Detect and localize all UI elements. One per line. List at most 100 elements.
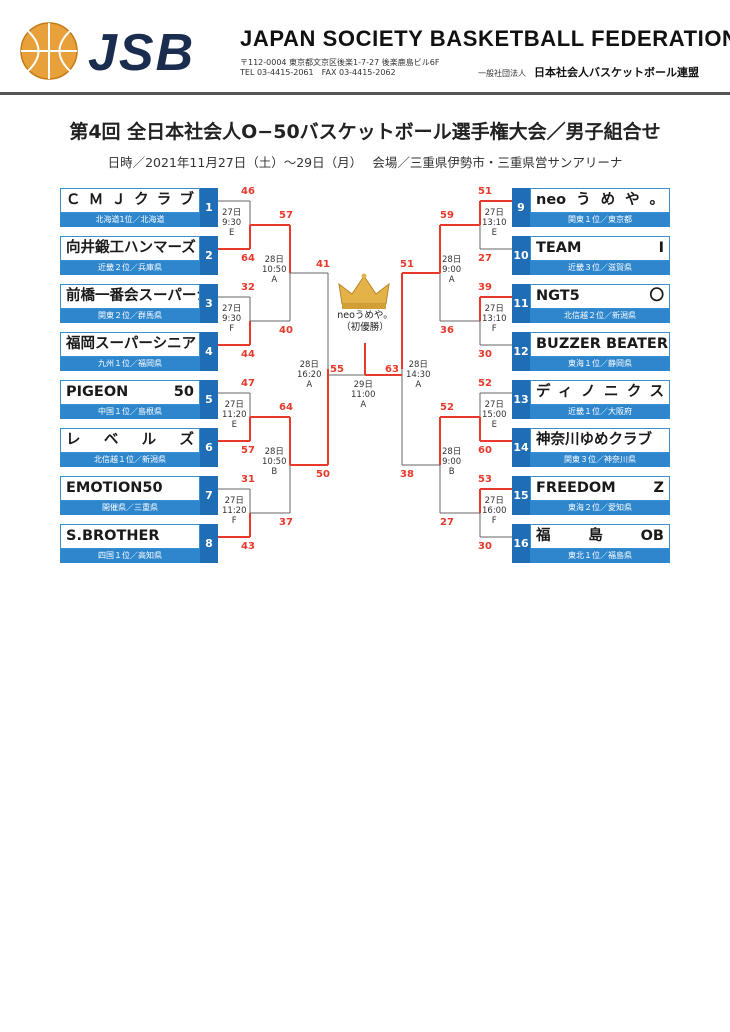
seed-number: 8 bbox=[200, 524, 218, 563]
team-name: TEAM I bbox=[530, 236, 670, 261]
match-score: 57 bbox=[241, 445, 255, 456]
seed-number: 7 bbox=[200, 476, 218, 515]
team-name: EMOTION50 bbox=[60, 476, 200, 501]
team-name: 神奈川ゆめクラブ bbox=[530, 428, 670, 453]
match-score: 64 bbox=[279, 402, 293, 413]
match-score: 51 bbox=[478, 186, 492, 197]
match-score: 44 bbox=[241, 349, 255, 360]
match-score: 27 bbox=[440, 517, 454, 528]
match-score: 53 bbox=[478, 474, 492, 485]
org-prefix: 一般社団法人 bbox=[478, 69, 526, 78]
team-region: 東北１位／福島県 bbox=[530, 549, 670, 563]
match-score: 57 bbox=[279, 210, 293, 221]
team-region: 北信越１位／新潟県 bbox=[60, 453, 200, 467]
page-title: 第4回 全日本社会人O−50バスケットボール選手権大会／男子組合せ bbox=[69, 121, 661, 143]
match-score: 39 bbox=[478, 282, 492, 293]
team-region: 北信越２位／新潟県 bbox=[530, 309, 670, 323]
team-region: 北海道1位／北海道 bbox=[60, 213, 200, 227]
final-score: 55 bbox=[330, 364, 344, 375]
match-score: 32 bbox=[241, 282, 255, 293]
team-region: 近畿１位／大阪府 bbox=[530, 405, 670, 419]
team-region: 近畿２位／兵庫県 bbox=[60, 261, 200, 275]
match-score: 43 bbox=[241, 541, 255, 552]
seed-number: 15 bbox=[512, 476, 530, 515]
match-score: 37 bbox=[279, 517, 293, 528]
team-region: 東海２位／愛知県 bbox=[530, 501, 670, 515]
match-score: 59 bbox=[440, 210, 454, 221]
seed-number: 9 bbox=[512, 188, 530, 227]
header: JSB JAPAN SOCIETY BASKETBALL FEDERATION … bbox=[0, 0, 730, 94]
match-score: 36 bbox=[440, 325, 454, 336]
crown-icon bbox=[338, 273, 390, 309]
match-score: 51 bbox=[400, 259, 414, 270]
team-name: 福岡スーパーシニア bbox=[60, 332, 200, 357]
team-name: レベルズ bbox=[60, 428, 200, 453]
match-score: 47 bbox=[241, 378, 255, 389]
match-score: 46 bbox=[241, 186, 255, 197]
seed-number: 2 bbox=[200, 236, 218, 275]
team-name: ＣＭＪクラブ bbox=[60, 188, 200, 213]
org-phone: TEL 03-4415-2061 FAX 03-4415-2062 bbox=[240, 68, 396, 77]
team-name: BUZZER BEATER SP bbox=[530, 332, 670, 357]
team-name: 向井鍛工ハンマーズ bbox=[60, 236, 200, 261]
match-score: 60 bbox=[478, 445, 492, 456]
team-name: NGT5〇 bbox=[530, 284, 670, 309]
team-region: 関東２位／群馬県 bbox=[60, 309, 200, 323]
team-region: 中国１位／島根県 bbox=[60, 405, 200, 419]
seed-number: 4 bbox=[200, 332, 218, 371]
match-score: 52 bbox=[478, 378, 492, 389]
seed-number: 11 bbox=[512, 284, 530, 323]
team-name: PIGEON 50 bbox=[60, 380, 200, 405]
org-address: 〒112-0004 東京都文京区後楽1-7-27 後楽鹿島ビル6F bbox=[240, 58, 440, 67]
team-name: 福島OB bbox=[530, 524, 670, 549]
team-region: 四国１位／高知県 bbox=[60, 549, 200, 563]
match-score: 40 bbox=[279, 325, 293, 336]
org-name-jp: 日本社会人バスケットボール連盟 bbox=[534, 66, 699, 79]
org-name-en: JAPAN SOCIETY BASKETBALL FEDERATION bbox=[240, 26, 730, 51]
seed-number: 5 bbox=[200, 380, 218, 419]
champion-label: neoうめや。（初優勝） bbox=[337, 310, 393, 333]
team-region: 関東３位／神奈川県 bbox=[530, 453, 670, 467]
jsb-wordmark-logo: JSB bbox=[88, 24, 195, 80]
seed-number: 6 bbox=[200, 428, 218, 467]
match-score: 30 bbox=[478, 349, 492, 360]
team-name: neoうめや。 bbox=[530, 188, 670, 213]
team-region: 東海１位／静岡県 bbox=[530, 357, 670, 371]
final-score: 63 bbox=[385, 364, 399, 375]
match-score: 52 bbox=[440, 402, 454, 413]
team-name: S.BROTHER bbox=[60, 524, 200, 549]
seed-number: 1 bbox=[200, 188, 218, 227]
seed-number: 13 bbox=[512, 380, 530, 419]
match-score: 41 bbox=[316, 259, 330, 270]
header-divider bbox=[0, 92, 730, 95]
svg-text:JSB: JSB bbox=[88, 24, 195, 80]
